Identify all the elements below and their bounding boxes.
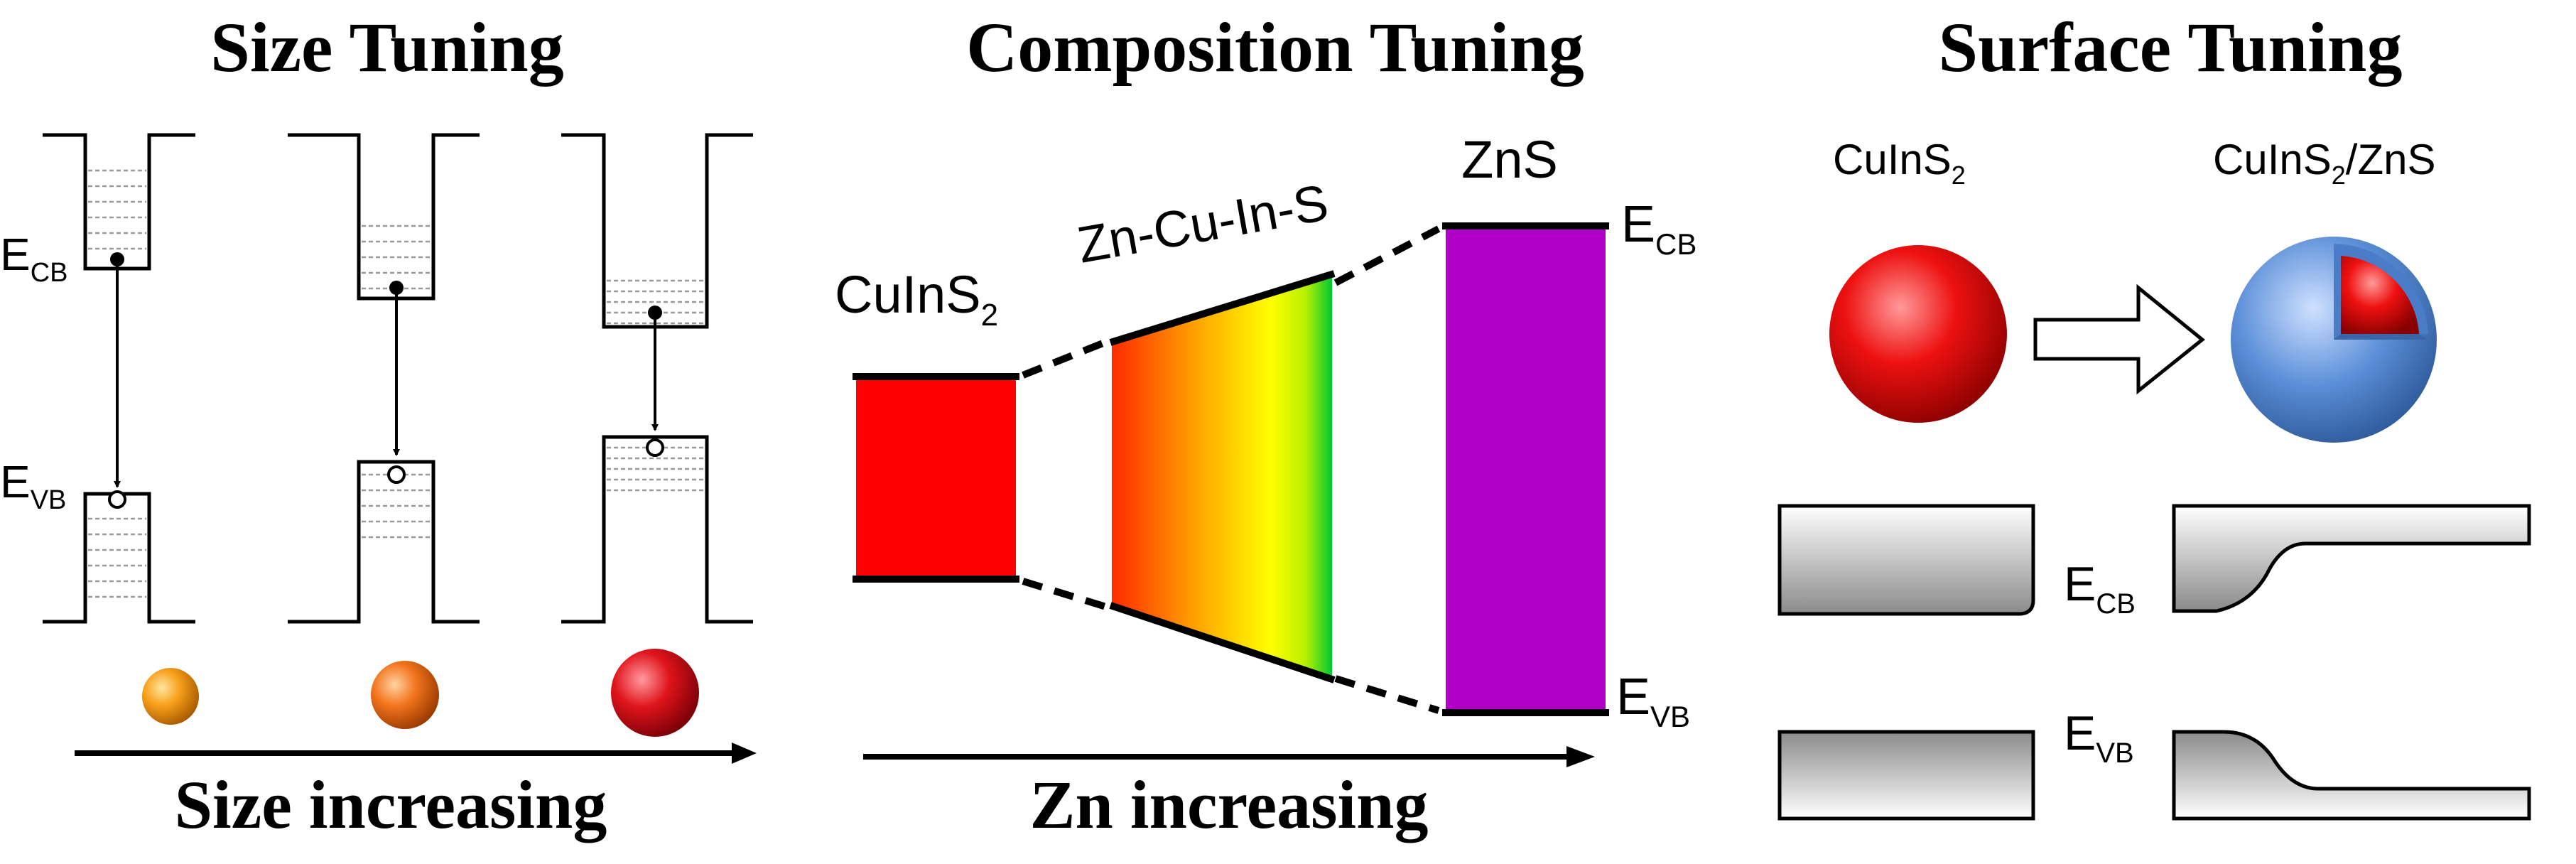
surface-title: Surface Tuning [1938, 8, 2402, 87]
hollow-arrow [2033, 284, 2205, 395]
band-connectors [1022, 225, 1441, 714]
composition-title: Composition Tuning [966, 8, 1584, 87]
zn-axis-label: Zn increasing [1030, 767, 1429, 843]
electron-dot [648, 306, 662, 320]
comp-evb-label: EVB [1616, 669, 1690, 733]
zns-label: ZnS [1461, 130, 1558, 189]
surface-evb-label: EVB [2064, 706, 2134, 769]
quantized-levels [88, 169, 704, 598]
zncuins-band [1112, 274, 1332, 679]
core-sphere [1829, 245, 2007, 423]
zn-axis-arrowhead [1566, 746, 1595, 767]
size-axis-label: Size increasing [175, 767, 607, 843]
core-label: CuInS2 [1833, 136, 1966, 190]
electron-dot [389, 281, 404, 295]
core-vb-profile [1777, 730, 2035, 821]
zncuins-vb-edge [1109, 602, 1336, 684]
coreshell-label: CuInS2/ZnS [2213, 136, 2436, 190]
carriers [108, 252, 664, 509]
nanocrystal-large [611, 649, 699, 737]
well-large [561, 133, 753, 329]
zns-band [1446, 226, 1606, 713]
hole-dot [108, 490, 126, 509]
hole-dot [646, 438, 664, 457]
size-axis-arrowhead [732, 742, 757, 764]
well-medium [288, 133, 480, 301]
electron-dot [110, 252, 124, 266]
core-cb-profile [1777, 504, 2035, 616]
nanocrystal-medium [371, 661, 439, 729]
surface-ecb-label: ECB [2064, 557, 2136, 620]
well-medium-vb [288, 460, 480, 624]
transitions [114, 259, 659, 488]
cuins2-label: CuInS2 [835, 265, 998, 333]
coreshell-sphere [2231, 237, 2437, 443]
zncuins-label: Zn-Cu-In-S [1073, 174, 1333, 274]
comp-ecb-label: ECB [1621, 196, 1696, 261]
shell-cb-profile [2172, 504, 2531, 613]
zncuins-cb-edge [1109, 270, 1336, 346]
shell-vb-profile [2172, 730, 2531, 821]
nanocrystal-small [142, 668, 199, 725]
well-large-vb [561, 435, 753, 624]
size-evb-label: EVB [0, 456, 66, 515]
size-title: Size Tuning [210, 8, 564, 87]
band-profiles [1777, 504, 2531, 821]
cuins2-band [856, 377, 1016, 579]
size-ecb-label: ECB [0, 229, 67, 288]
hole-dot [387, 465, 406, 484]
